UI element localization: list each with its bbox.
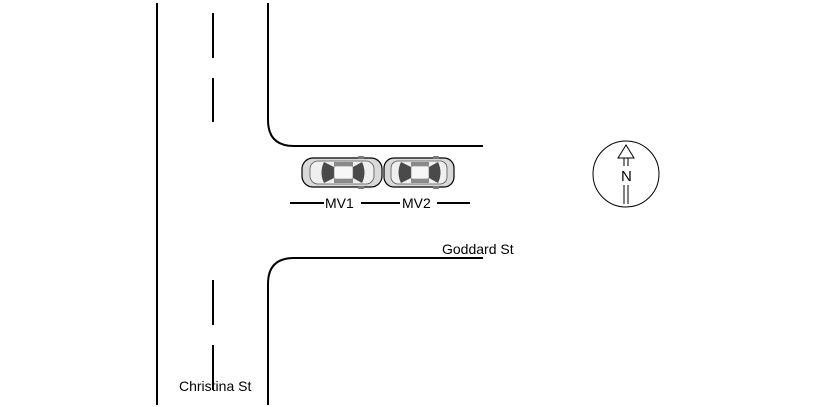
christina-st-east-edge-south — [267, 257, 483, 405]
street-label-goddard: Goddard St — [442, 241, 514, 257]
north-compass: N — [592, 140, 660, 208]
vehicle-label-mv2: MV2 — [402, 195, 431, 211]
compass-north-letter: N — [621, 168, 632, 185]
street-label-christina: Christina St — [179, 378, 251, 394]
christina-st-east-edge-north — [267, 3, 483, 147]
vehicle-label-mv1: MV1 — [325, 195, 354, 211]
compass-circle — [592, 140, 660, 208]
vehicle-mv1 — [301, 156, 383, 189]
north-arrow-icon — [617, 144, 635, 204]
vehicle-mv2 — [383, 156, 455, 189]
